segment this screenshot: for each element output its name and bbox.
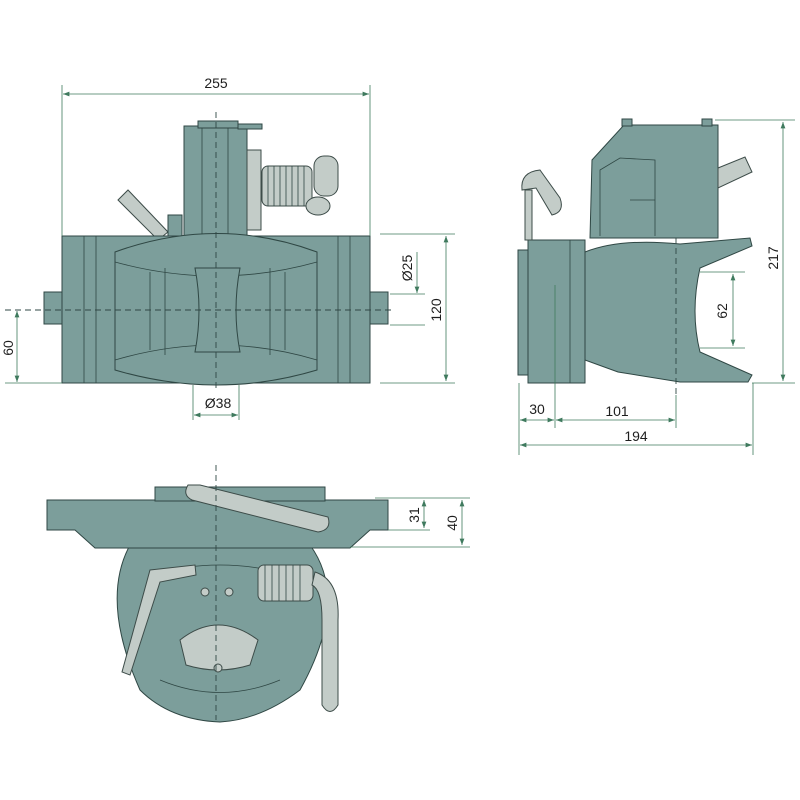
spring-bottom <box>257 564 339 712</box>
dim-offset-101: 101 <box>605 403 629 419</box>
dim-pin-diameter-25: Ø25 <box>399 255 415 282</box>
dim-height-217: 217 <box>765 246 781 270</box>
dim-width-255: 255 <box>204 75 228 91</box>
dim-flange-30: 30 <box>529 401 545 417</box>
dim-jaw-62: 62 <box>714 303 730 319</box>
dim-thickness-40: 40 <box>444 515 460 531</box>
dim-ball-diameter-38: Ø38 <box>205 395 232 411</box>
side-view <box>517 118 753 395</box>
spring <box>261 155 339 216</box>
dim-plate-31: 31 <box>406 507 422 523</box>
front-view <box>5 112 395 392</box>
dimension-labels: 255 60 Ø25 120 Ø38 217 62 30 101 194 31 … <box>0 75 781 531</box>
bottom-view <box>46 465 389 723</box>
dim-depth-194: 194 <box>624 428 648 444</box>
dimensions <box>5 85 795 548</box>
dim-pin-height-60: 60 <box>0 340 16 356</box>
dim-height-120: 120 <box>428 298 444 322</box>
